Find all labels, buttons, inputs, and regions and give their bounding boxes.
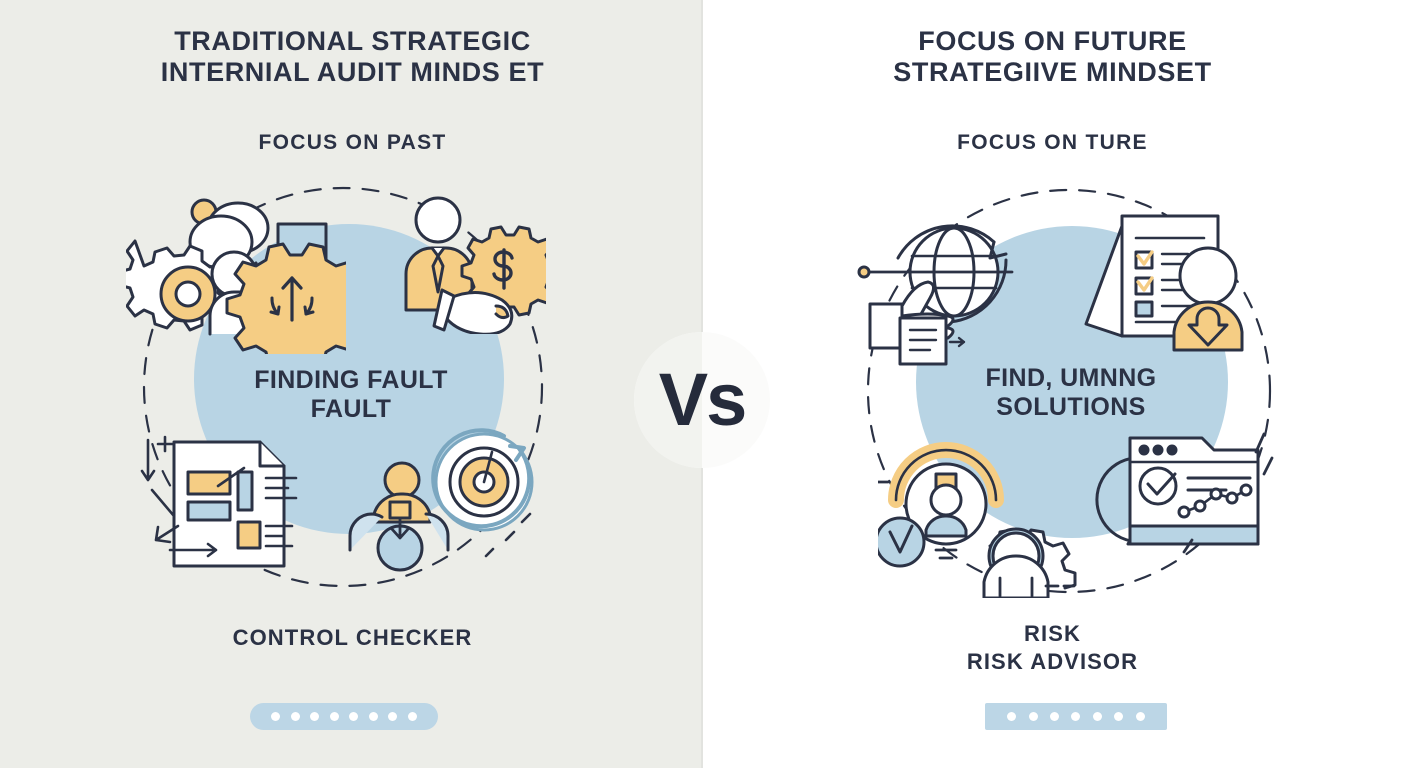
versus-label: Vs bbox=[658, 358, 748, 441]
right-illustration-cluster: FIND, UMNNG SOLUTIONS bbox=[846, 176, 1306, 598]
pill-dot bbox=[1028, 712, 1038, 721]
left-dashed-ring-icon bbox=[142, 186, 544, 588]
right-footer-label: RISK RISK ADVISOR bbox=[966, 621, 1139, 674]
pill-dot bbox=[310, 712, 320, 721]
right-subtitle: FOCUS ON TURE bbox=[957, 131, 1148, 154]
pill-dot bbox=[1092, 712, 1102, 721]
person-arc-gear-check-icon bbox=[878, 442, 1077, 598]
left-dot-indicator[interactable] bbox=[250, 703, 438, 730]
left-subtitle: FOCUS ON PAST bbox=[258, 131, 447, 154]
dashboard-chart-window-icon bbox=[1095, 432, 1274, 554]
pill-dot bbox=[290, 712, 300, 721]
globe-hand-document-icon bbox=[857, 224, 1014, 366]
versus-badge: Vs bbox=[634, 332, 770, 468]
businessman-dollar-gear-icon bbox=[404, 196, 546, 334]
pill-dot bbox=[271, 712, 281, 721]
pill-dot bbox=[1114, 712, 1124, 721]
audit-report-document-icon bbox=[140, 435, 298, 568]
left-center-text: FINDING FAULT FAULT bbox=[254, 366, 448, 423]
checklist-person-download-icon bbox=[1084, 214, 1244, 352]
gears-speech-bubbles-person-icon bbox=[126, 198, 346, 354]
pill-dot bbox=[1050, 712, 1060, 721]
right-title: FOCUS ON FUTURE STRATEGIIVE MINDSET bbox=[893, 26, 1212, 87]
right-dashed-ring-icon bbox=[866, 188, 1272, 594]
pill-dot bbox=[349, 712, 359, 721]
left-illustration-cluster: FINDING FAULT FAULT bbox=[118, 176, 584, 596]
right-center-text: FIND, UMNNG SOLUTIONS bbox=[985, 364, 1157, 421]
left-footer-label: CONTROL CHECKER bbox=[232, 625, 473, 650]
pill-dot bbox=[368, 712, 378, 721]
pill-dot bbox=[1135, 712, 1145, 721]
pill-dot bbox=[329, 712, 339, 721]
left-title: TRADITIONAL STRATEGIC INTERNIAL AUDIT MI… bbox=[160, 26, 545, 87]
pill-dot bbox=[1071, 712, 1081, 721]
pill-dot bbox=[1007, 712, 1017, 721]
pill-dot bbox=[407, 712, 417, 721]
right-dot-indicator[interactable] bbox=[985, 703, 1167, 730]
target-bullseye-people-icon bbox=[348, 428, 534, 572]
pill-dot bbox=[388, 712, 398, 721]
